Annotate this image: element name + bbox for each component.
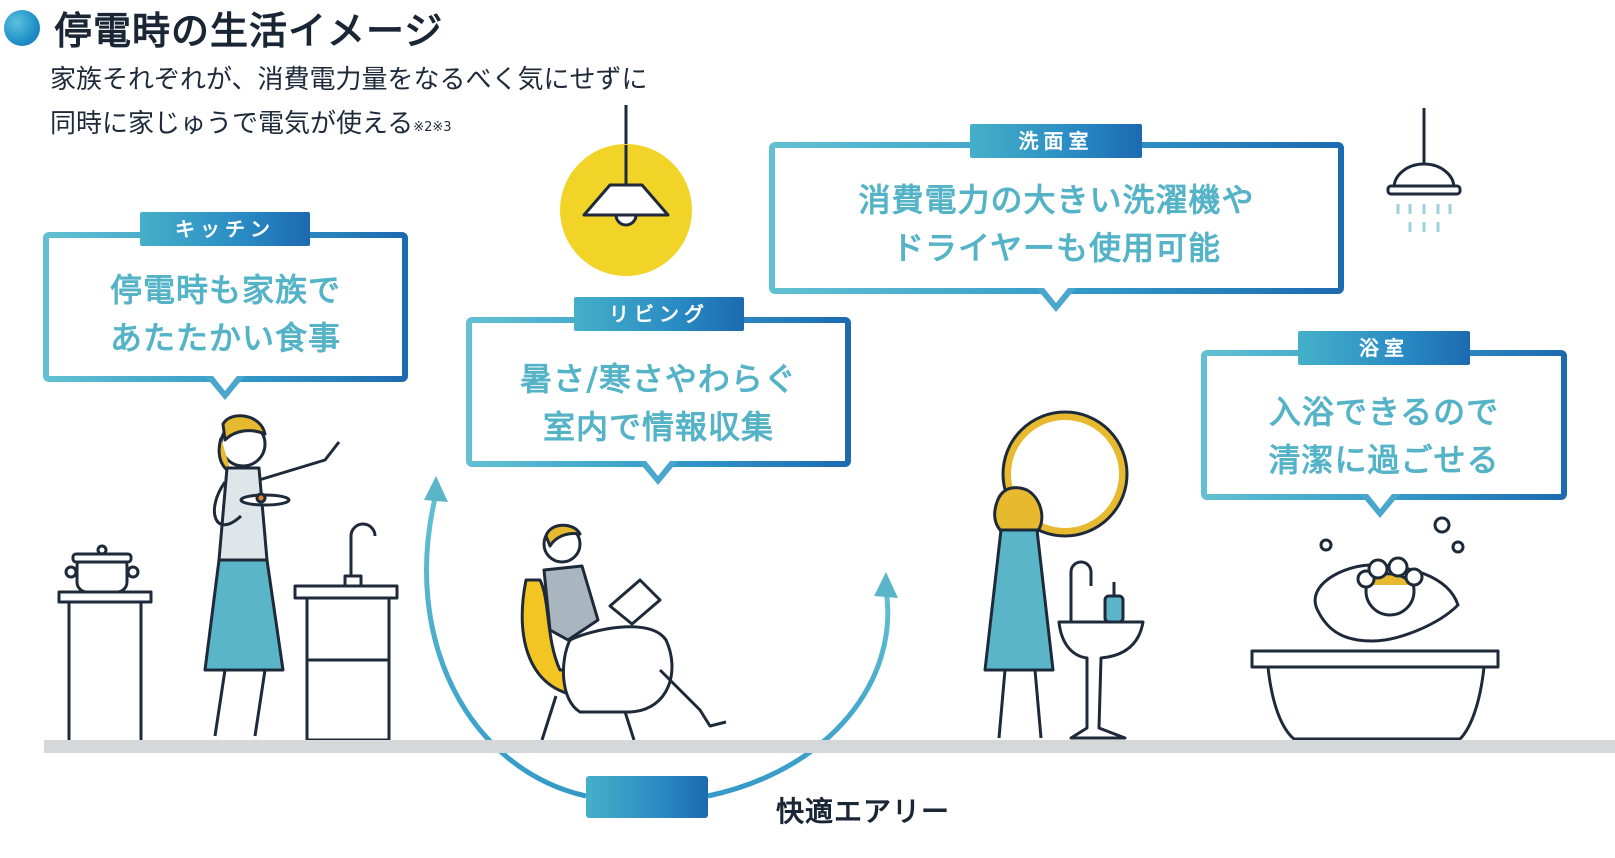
bathroom-tag: 浴室: [1298, 331, 1470, 365]
living-message: 暑さ/寒さやわらぐ 室内で情報収集: [472, 355, 845, 451]
living-bubble: 暑さ/寒さやわらぐ 室内で情報収集: [466, 317, 851, 467]
washroom-bubble: 消費電力の大きい洗濯機や ドライヤーも使用可能: [769, 142, 1344, 294]
kitchen-message: 停電時も家族で あたたかい食事: [49, 266, 402, 362]
pendant-lamp-icon: [560, 105, 692, 276]
kitchen-bubble-tail-inner: [213, 376, 237, 391]
shower-head-icon: [1386, 108, 1462, 232]
living-line-2: 室内で情報収集: [542, 408, 774, 446]
kitchen-illustration: [57, 414, 399, 742]
bathroom-illustration: [1250, 516, 1500, 741]
subtitle-line-2-text: 同時に家じゅうで電気が使える: [50, 109, 414, 139]
page-title-text: 停電時の生活イメージ: [54, 9, 444, 53]
bathroom-line-2: 清潔に過ごせる: [1268, 441, 1500, 479]
washroom-line-2: ドライヤーも使用可能: [891, 229, 1222, 267]
floor-line: [44, 740, 1615, 753]
bathroom-bubble: 入浴できるので 清潔に過ごせる: [1201, 350, 1567, 500]
page-subtitle: 家族それぞれが、消費電力量をなるべく気にせずに 同時に家じゅうで電気が使える※2…: [50, 58, 647, 146]
bathroom-message: 入浴できるので 清潔に過ごせる: [1207, 388, 1561, 484]
kitchen-bubble: 停電時も家族で あたたかい食事: [43, 232, 408, 382]
washroom-bubble-tail-inner: [1044, 288, 1068, 303]
subtitle-line-2: 同時に家じゅうで電気が使える※2※3: [50, 102, 647, 146]
page-title: 停電時の生活イメージ: [4, 0, 443, 55]
bullet-dot-icon: [4, 9, 40, 46]
bathroom-bubble-tail-inner: [1368, 494, 1392, 509]
living-tag: リビング: [574, 297, 744, 331]
comfort-airy-unit: [586, 776, 708, 818]
bathroom-line-1: 入浴できるので: [1268, 393, 1500, 431]
washroom-illustration: [983, 410, 1145, 740]
kitchen-tag: キッチン: [140, 212, 310, 246]
washroom-message: 消費電力の大きい洗濯機や ドライヤーも使用可能: [775, 176, 1338, 272]
washroom-tag: 洗面室: [970, 124, 1142, 158]
living-bubble-tail-inner: [646, 461, 670, 476]
comfort-airy-label: 快適エアリー: [776, 795, 951, 828]
up-arrow-icon: [874, 572, 898, 598]
kitchen-line-1: 停電時も家族で: [109, 271, 341, 309]
subtitle-line-1: 家族それぞれが、消費電力量をなるべく気にせずに: [50, 65, 648, 95]
kitchen-line-2: あたたかい食事: [109, 319, 341, 357]
washroom-line-1: 消費電力の大きい洗濯機や: [858, 181, 1255, 219]
footnote-ref: ※2※3: [413, 120, 452, 135]
living-illustration: [520, 523, 727, 741]
up-arrow-icon: [424, 476, 448, 502]
living-line-1: 暑さ/寒さやわらぐ: [520, 360, 797, 398]
